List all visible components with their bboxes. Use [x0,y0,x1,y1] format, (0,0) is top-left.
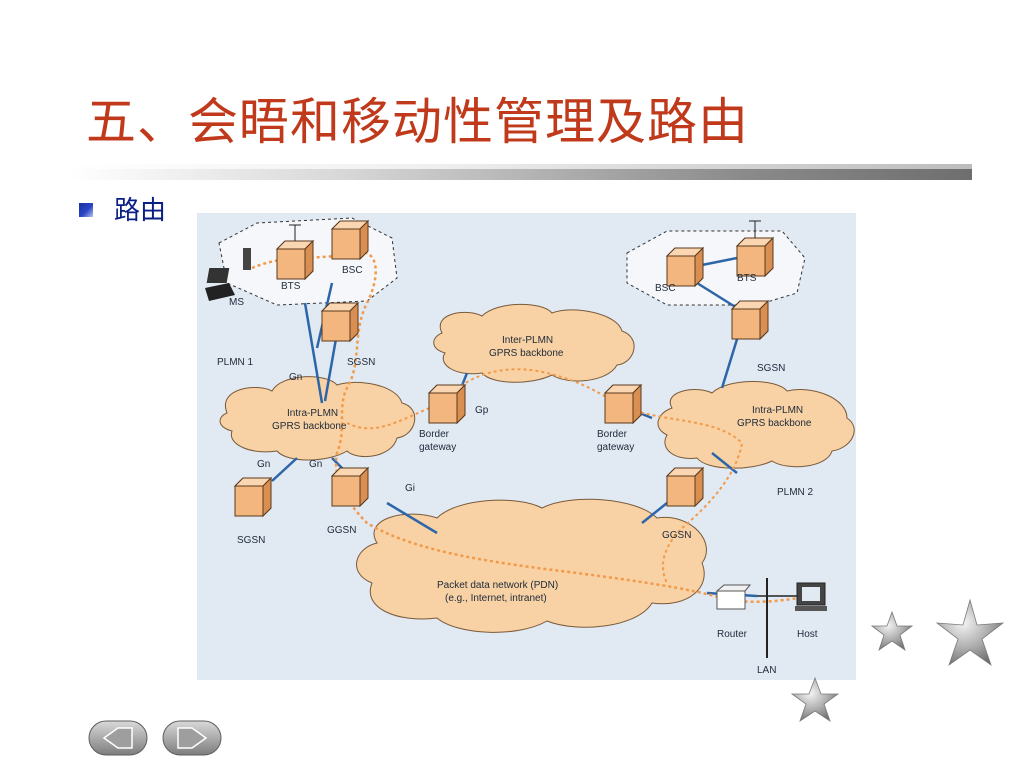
label-sgsn1: SGSN [347,357,375,368]
label-bg1-2: gateway [419,442,456,453]
label-ggsn2: GGSN [662,530,691,541]
host-computer-icon [795,582,827,611]
label-ms: MS [229,297,244,308]
border-gateway-2-box [604,384,642,424]
label-gn3: Gn [309,459,322,470]
label-inter-1: Inter-PLMN [502,335,553,346]
label-gi: Gi [405,483,415,494]
page-title: 五、会晤和移动性管理及路由 [86,93,749,151]
label-host: Host [797,629,818,640]
title-divider [70,164,972,180]
prev-arrow-icon [102,727,133,749]
cloud-pdn [356,498,707,633]
antenna-2-icon [749,220,761,238]
star-small-icon [870,610,914,652]
label-bg2-1: Border [597,429,628,440]
label-pdn-2: (e.g., Internet, intranet) [445,593,547,604]
label-bts1: BTS [281,281,301,292]
routing-path-2 [346,368,744,584]
label-sgsn2: SGSN [757,363,785,374]
label-lan: LAN [757,665,776,676]
label-intra1-2: GPRS backbone [272,421,347,432]
star-large-icon [935,598,1005,667]
label-inter-2: GPRS backbone [489,348,564,359]
next-arrow-icon [177,727,208,749]
star-small-bottom-icon [790,676,840,722]
decorative-stars [870,598,1005,667]
ggsn2-box [666,467,704,507]
label-bg1-1: Border [419,429,450,440]
gprs-routing-diagram: BTS BSC MS PLMN 1 SGSN Gn Gn Gn Intra-PL… [197,213,856,680]
label-gn2: Gn [257,459,270,470]
label-plmn2: PLMN 2 [777,487,814,498]
sgsn2-box [731,300,769,340]
bts2-box [736,237,774,277]
bullet-text: 路由 [114,196,167,226]
ggsn1-box [331,467,369,507]
cloud-intra-plmn-2 [657,381,855,469]
bullet-square-icon [79,203,93,217]
label-bg2-2: gateway [597,442,634,453]
label-gn1: Gn [289,372,302,383]
border-gateway-1-box [428,384,466,424]
label-bsc2: BSC [655,283,676,294]
label-bts2: BTS [737,273,757,284]
bsc1-box [331,220,369,260]
label-sgsn3: SGSN [237,535,265,546]
label-router: Router [717,629,748,640]
label-bsc1: BSC [342,265,363,276]
label-plmn1: PLMN 1 [217,357,254,368]
label-ggsn1: GGSN [327,525,356,536]
label-intra1-1: Intra-PLMN [287,408,338,419]
label-intra2-2: GPRS backbone [737,418,812,429]
label-pdn-1: Packet data network (PDN) [437,580,558,591]
sgsn1-box [321,302,359,342]
cloud-intra-plmn-1 [219,376,416,461]
ms-laptop-icon [205,248,251,301]
antenna-1-icon [289,224,301,241]
sgsn3-box [234,477,272,517]
bts1-box [276,240,314,280]
bsc2-box [666,247,704,287]
next-slide-button[interactable] [162,720,222,756]
cloud-inter-plmn [433,303,635,383]
prev-slide-button[interactable] [88,720,148,756]
label-intra2-1: Intra-PLMN [752,405,803,416]
label-gp: Gp [475,405,489,416]
router-icon [715,584,752,610]
